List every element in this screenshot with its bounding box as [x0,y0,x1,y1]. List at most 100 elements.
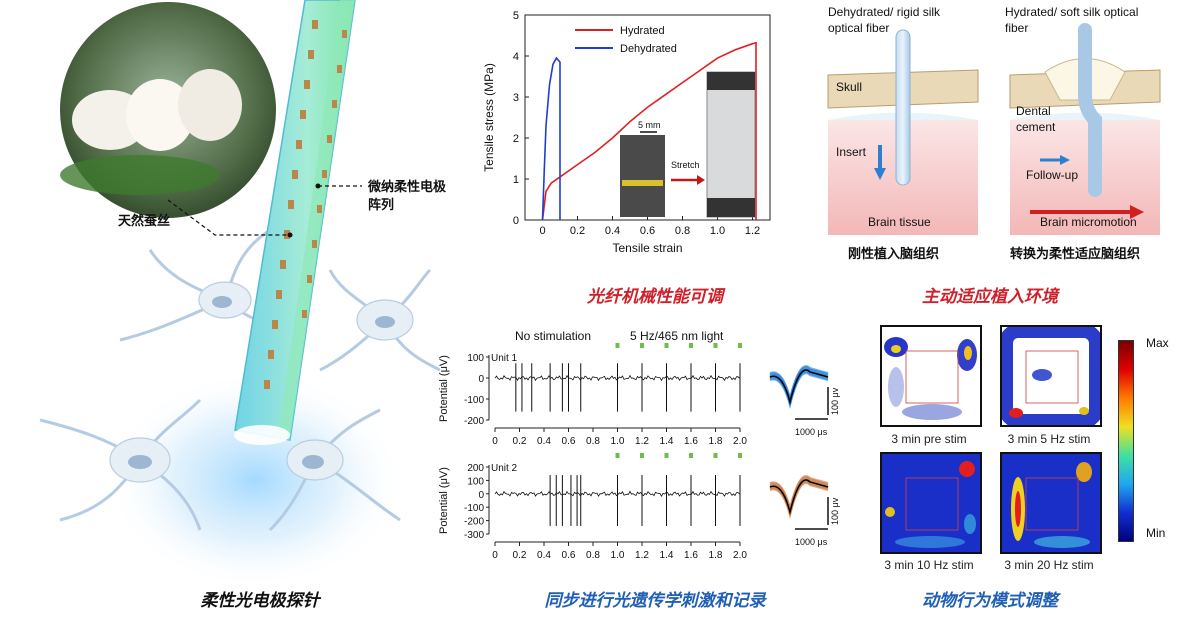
y-tick-label: 0 [478,374,484,385]
stim-marker [738,453,742,458]
no-stim-label: No stimulation [515,329,591,343]
y-tick-label: 1 [513,174,519,186]
stim-marker [615,453,620,458]
implant-caption: 主动适应植入环境 [922,287,1058,307]
heatmap-caption-10hz: 3 min 10 Hz stim [884,558,974,572]
scale-label-v: 100 μv [830,387,840,415]
waveform-trace [769,482,829,520]
array-label-line1: 微纳柔性电极 [368,180,447,195]
stim-marker [664,343,669,348]
x-tick-label: 0.2 [513,550,527,561]
x-tick-label: 0.6 [640,225,655,237]
x-tick-label: 2.0 [733,436,747,447]
stim-marker [738,343,742,348]
y-tick-label: 100 [467,476,484,487]
x-tick-label: 0 [492,550,498,561]
waveform-trace [769,372,829,410]
insert-label: Insert [836,145,867,159]
inset-arrowhead [697,175,705,185]
scale-label-t: 1000 μs [795,537,828,547]
y-tick-label: 100 [467,353,484,364]
implant-right-title-line2: fiber [1005,21,1029,35]
y-axis-title: Tensile stress (MPa) [482,63,496,172]
tensile-caption: 光纤机械性能可调 [587,287,723,307]
x-tick-label: 0.6 [562,550,576,561]
scale-label-v: 100 μv [830,497,840,525]
y-tick-label: 0 [478,490,484,501]
x-tick-label: 1.2 [635,436,649,447]
ephys-recordings: No stimulation 5 Hz/465 nm light 100 0 -100 -… [438,329,840,561]
x-tick-label: 1.0 [710,225,725,237]
inset-photo-band [622,180,663,186]
soft-implant-panel [1009,23,1161,235]
x-tick-label: 0.4 [537,436,551,447]
behavior-caption: 动物行为模式调整 [922,591,1058,611]
heatmap-10hz [880,452,982,554]
soft-caption: 转换为柔性适应脑组织 [1010,247,1141,262]
follow-up-label: Follow-up [1026,168,1079,182]
y-tick-label: -100 [464,395,484,406]
legend-label-dehydrated: Dehydrated [620,43,677,55]
x-tick-label: 0.8 [586,436,600,447]
colorbar-min: Min [1146,526,1166,540]
stim-marker [640,453,644,458]
electrode-array [264,20,347,389]
inset-scale-label: 5 mm [638,120,661,130]
scale-label-t: 1000 μs [795,427,828,437]
x-tick-label: 1.6 [684,550,698,561]
x-tick-label: 0.4 [605,225,620,237]
x-axis-title: Tensile strain [612,241,682,255]
y-tick-label: 3 [513,92,519,104]
legend-label-hydrated: Hydrated [620,25,665,37]
x-tick-label: 1.8 [709,550,723,561]
rigid-caption: 刚性植入脑组织 [848,247,940,262]
x-tick-label: 2.0 [733,550,747,561]
array-label-line2: 阵列 [368,198,395,213]
series-line-hydrated [541,41,757,221]
stim-marker [664,453,669,458]
heatmap-caption-pre: 3 min pre stim [891,432,967,446]
stim-label: 5 Hz/465 nm light [630,329,724,343]
neuron-cells [39,228,440,532]
probe-illustration [39,0,440,590]
stim-marker [713,453,718,458]
inset-photo-clamp-top [707,72,755,90]
colorbar [1118,340,1134,542]
x-tick-label: 1.4 [660,550,674,561]
x-tick-label: 1.8 [709,436,723,447]
y-tick-label: 200 [467,463,484,474]
x-tick-label: 0 [539,225,545,237]
probe-caption: 柔性光电极探针 [200,591,320,611]
x-tick-label: 1.0 [611,550,625,561]
stim-marker [615,343,620,348]
y-tick-label: -100 [464,503,484,514]
brain-tissue-label: Brain tissue [868,215,931,229]
brain-micromotion-label: Brain micromotion [1040,215,1137,229]
colorbar-max: Max [1146,336,1169,350]
y-tick-label: 5 [513,10,519,22]
x-tick-label: 0.4 [537,550,551,561]
y-tick-label: 0 [513,215,519,227]
x-tick-label: 1.6 [684,436,698,447]
ephys-caption: 同步进行光遗传学刺激和记录 [544,591,766,611]
silk-cocoon-photo [60,2,276,218]
inset-arrow-label: Stretch [671,160,700,170]
x-tick-label: 1.0 [611,436,625,447]
x-tick-label: 1.2 [635,550,649,561]
dental-cement-line2: cement [1016,120,1056,134]
x-tick-label: 0.2 [513,436,527,447]
y-axis-title: Potential (μV) [438,467,450,534]
waveform-mean [769,369,829,405]
dental-cement-line1: Dental [1016,104,1051,118]
y-axis-title: Potential (μV) [438,355,450,422]
implant-right-title-line1: Hydrated/ soft silk optical [1005,5,1139,19]
inset-photo-before [620,135,665,217]
x-tick-label: 0.6 [562,436,576,447]
y-tick-label: -300 [464,530,484,541]
implant-diagram [827,23,1161,235]
x-tick-label: 0 [492,436,498,447]
y-tick-label: -200 [464,416,484,427]
stim-marker [689,343,693,348]
unit-label: Unit 1 [491,353,518,364]
stim-marker [713,343,718,348]
